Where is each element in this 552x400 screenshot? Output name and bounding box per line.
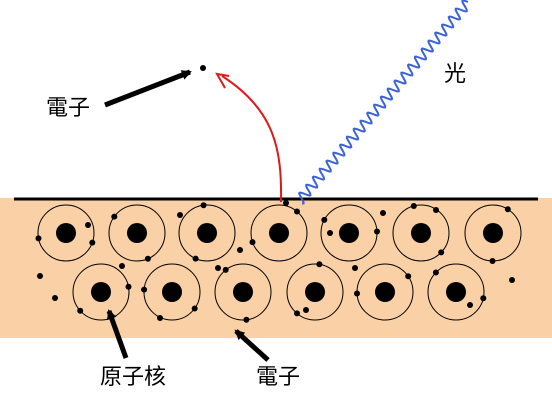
atom <box>178 202 236 262</box>
atom <box>249 204 308 262</box>
electron-orbit <box>286 263 344 321</box>
nucleus-arrow <box>106 309 129 359</box>
free-electron <box>380 210 386 216</box>
atomic-nucleus <box>269 223 289 243</box>
bound-electron <box>374 228 380 235</box>
electron-orbit <box>72 263 130 321</box>
atomic-nucleus <box>197 223 217 243</box>
electron-trajectory <box>221 75 283 203</box>
atom <box>392 203 450 262</box>
atomic-nucleus <box>483 223 503 243</box>
electron-orbit <box>214 263 272 321</box>
free-electron <box>85 222 91 228</box>
bound-electron <box>480 295 487 302</box>
free-electron <box>157 315 163 321</box>
bound-electron <box>111 213 118 220</box>
bound-electron <box>191 305 198 312</box>
bound-electron <box>141 286 148 293</box>
atomic-nucleus <box>91 282 111 302</box>
bound-electron <box>294 208 300 215</box>
bound-electron <box>504 206 511 213</box>
atomic-nucleus <box>446 282 466 302</box>
bound-electron <box>200 202 207 209</box>
atom <box>72 263 132 321</box>
bound-electron <box>321 216 328 223</box>
free-electrons <box>37 200 515 321</box>
bound-electron <box>35 235 42 242</box>
free-electron <box>52 295 58 301</box>
atomic-nucleus <box>339 223 359 243</box>
free-electron <box>215 265 221 271</box>
atom <box>464 204 522 264</box>
bound-electron <box>222 266 229 273</box>
free-electron <box>237 247 243 253</box>
atomic-nucleus <box>127 223 147 243</box>
free-electron <box>327 230 333 236</box>
atom <box>35 204 96 262</box>
electron-orbit <box>108 204 166 262</box>
electron-orbit <box>427 263 485 321</box>
atomic-nucleus <box>56 223 76 243</box>
emitted-electron <box>200 65 206 71</box>
free-electron <box>177 212 183 218</box>
bound-electron <box>249 239 256 246</box>
free-electron <box>119 263 125 269</box>
bound-electron <box>144 255 151 262</box>
free-electron <box>433 207 439 213</box>
atom <box>214 263 272 323</box>
free-electron <box>509 277 515 283</box>
emitted-electron-arrow <box>104 69 192 108</box>
nucleus-label: 原子核 <box>100 365 167 390</box>
atomic-nucleus <box>162 282 182 302</box>
atom <box>354 263 414 321</box>
atomic-nucleus <box>305 282 325 302</box>
electron-trajectory-arrowhead <box>215 72 230 89</box>
electron-orbit <box>37 204 95 262</box>
atom <box>320 204 380 262</box>
emitted-electron-label: 電子 <box>46 96 91 121</box>
atom <box>108 204 166 262</box>
atomic-nucleus <box>233 282 253 302</box>
free-electron <box>283 200 289 206</box>
free-electron <box>303 307 309 313</box>
atom <box>141 263 201 321</box>
atom <box>427 263 487 321</box>
bound-electron <box>294 310 300 317</box>
light-wave <box>298 0 469 205</box>
free-electron <box>352 265 358 271</box>
electron-arrow <box>234 329 270 362</box>
electron-orbit <box>392 204 450 262</box>
electron-orbit <box>250 204 308 262</box>
electron-orbit <box>178 204 236 262</box>
atom <box>286 261 344 321</box>
bound-electron <box>410 203 417 209</box>
bound-electron <box>243 316 250 323</box>
electron-label: 電子 <box>256 365 301 390</box>
bound-electron <box>77 307 84 314</box>
bound-electron <box>354 290 360 297</box>
atomic-nucleus <box>375 282 395 302</box>
bound-electron <box>192 255 199 262</box>
free-electron <box>37 273 43 279</box>
atomic-nucleus <box>411 223 431 243</box>
bound-electron <box>89 239 96 246</box>
bound-electron <box>438 249 445 256</box>
bound-electron <box>489 258 496 264</box>
light-label: 光 <box>444 62 467 87</box>
bound-electron <box>316 261 323 268</box>
atom-lattice <box>35 202 522 323</box>
bound-electron <box>405 273 412 280</box>
free-electron <box>467 302 473 308</box>
bound-electron <box>125 283 132 290</box>
bound-electron <box>432 269 439 276</box>
